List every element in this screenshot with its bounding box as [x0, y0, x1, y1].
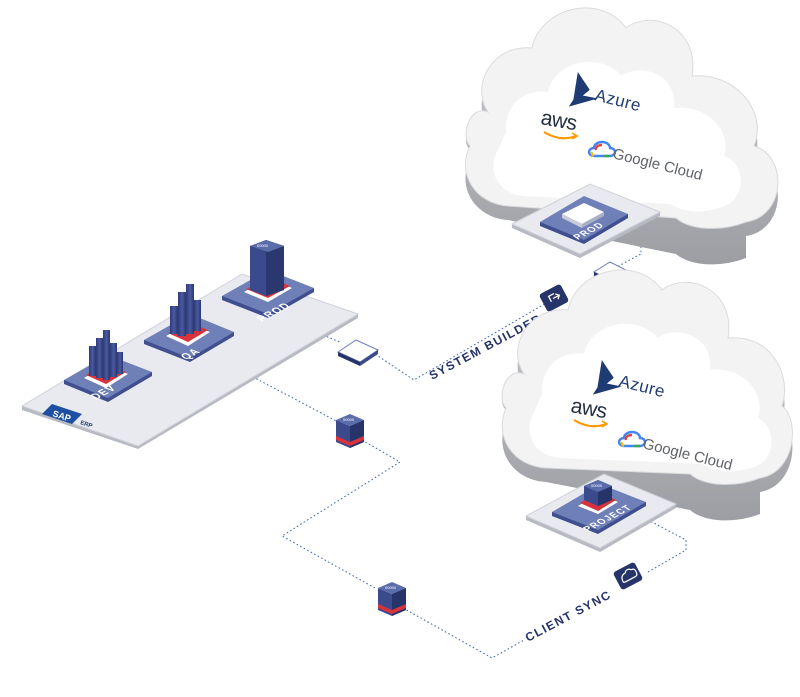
transport-server-1: 00000	[336, 414, 364, 448]
system-dev[interactable]: DEV	[64, 330, 152, 402]
svg-text:00000: 00000	[343, 417, 355, 422]
transport-server-2: 00000	[378, 582, 406, 616]
transport-to-sync-line	[280, 439, 402, 589]
sap-landscape: DEV QA 00000	[20, 240, 360, 449]
cloud-top: Azure aws Google Cloud PROD	[465, 7, 779, 265]
svg-text:00000: 00000	[257, 243, 269, 248]
builder-to-cloud-line	[371, 301, 549, 381]
system-qa[interactable]: QA	[144, 284, 234, 362]
client-sync-label: CLIENT SYNC	[523, 587, 614, 644]
svg-text:00000: 00000	[385, 585, 397, 590]
sync-to-project-line	[647, 519, 687, 573]
erp-logo-text: ERP	[79, 420, 93, 430]
svg-text:00000: 00000	[591, 483, 603, 488]
client-sync-icon[interactable]	[613, 562, 644, 591]
cloud-bottom: Azure aws Google Cloud 000	[501, 269, 793, 552]
cloud-project-server: 00000	[584, 480, 612, 506]
dev-bars	[89, 330, 123, 380]
client-sync-flow[interactable]: CLIENT SYNC	[523, 562, 643, 645]
cloud-prod-system[interactable]: PROD	[510, 183, 662, 258]
prod-server-stack: 00000	[250, 240, 284, 296]
qa-bars	[170, 284, 201, 336]
cloud-project-system[interactable]: 00000 PROJECT	[524, 473, 678, 552]
system-builder-icon[interactable]	[539, 284, 570, 313]
sync-to-cloud-line	[402, 607, 525, 659]
transport-package-1	[336, 339, 380, 366]
